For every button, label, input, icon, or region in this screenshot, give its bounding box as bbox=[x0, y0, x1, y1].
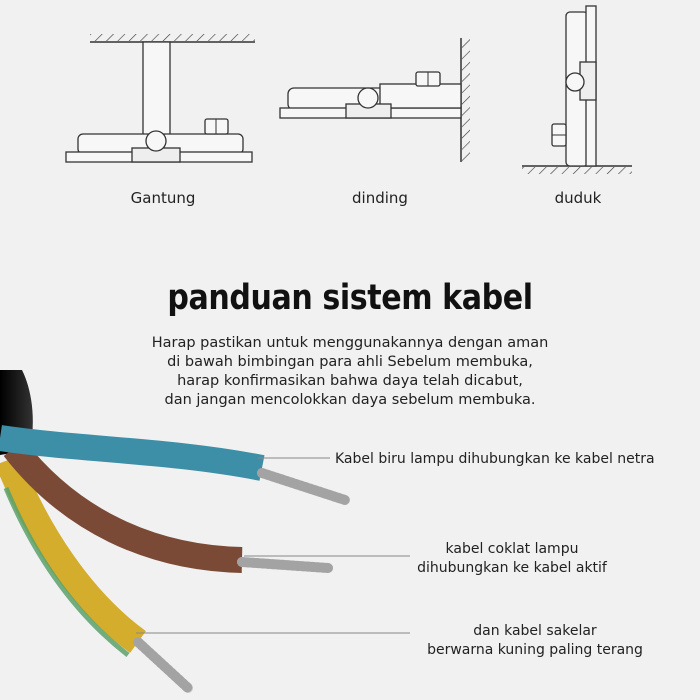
blue-wire-label: Kabel biru lampu dihubungkan ke kabel ne… bbox=[335, 451, 655, 467]
blue-wire bbox=[0, 425, 350, 505]
page-title: panduan sistem kabel bbox=[167, 278, 533, 318]
yellow-label-line: berwarna kuning paling terang bbox=[427, 642, 643, 658]
cable-illustration bbox=[0, 370, 410, 693]
hanging-mount-diagram bbox=[65, 34, 255, 163]
intro-line: Harap pastikan untuk menggunakannya deng… bbox=[151, 335, 549, 351]
wall-mount-diagram bbox=[279, 38, 470, 162]
floor-label: duduk bbox=[554, 189, 602, 207]
hanging-label: Gantung bbox=[130, 189, 196, 207]
safety-intro: Harap pastikan untuk menggunakannya deng… bbox=[100, 334, 600, 410]
intro-line: di bawah bimbingan para ahli Sebelum mem… bbox=[167, 354, 533, 370]
yellow-label-line: dan kabel sakelar bbox=[473, 623, 597, 639]
brown-label-line: dihubungkan ke kabel aktif bbox=[417, 560, 607, 576]
yellow-wire-label: dan kabel sakelar berwarna kuning paling… bbox=[415, 622, 655, 660]
floor-mount-diagram bbox=[522, 5, 632, 174]
brown-label-line: kabel coklat lampu bbox=[445, 541, 579, 557]
intro-line: dan jangan mencolokkan daya sebelum memb… bbox=[164, 392, 536, 408]
brown-wire bbox=[3, 439, 333, 573]
intro-line: harap konfirmasikan bahwa daya telah dic… bbox=[177, 373, 523, 389]
mounting-diagrams bbox=[65, 5, 632, 174]
yellow-wire bbox=[0, 455, 193, 693]
brown-wire-label: kabel coklat lampu dihubungkan ke kabel … bbox=[412, 540, 612, 578]
wall-label: dinding bbox=[352, 189, 408, 207]
